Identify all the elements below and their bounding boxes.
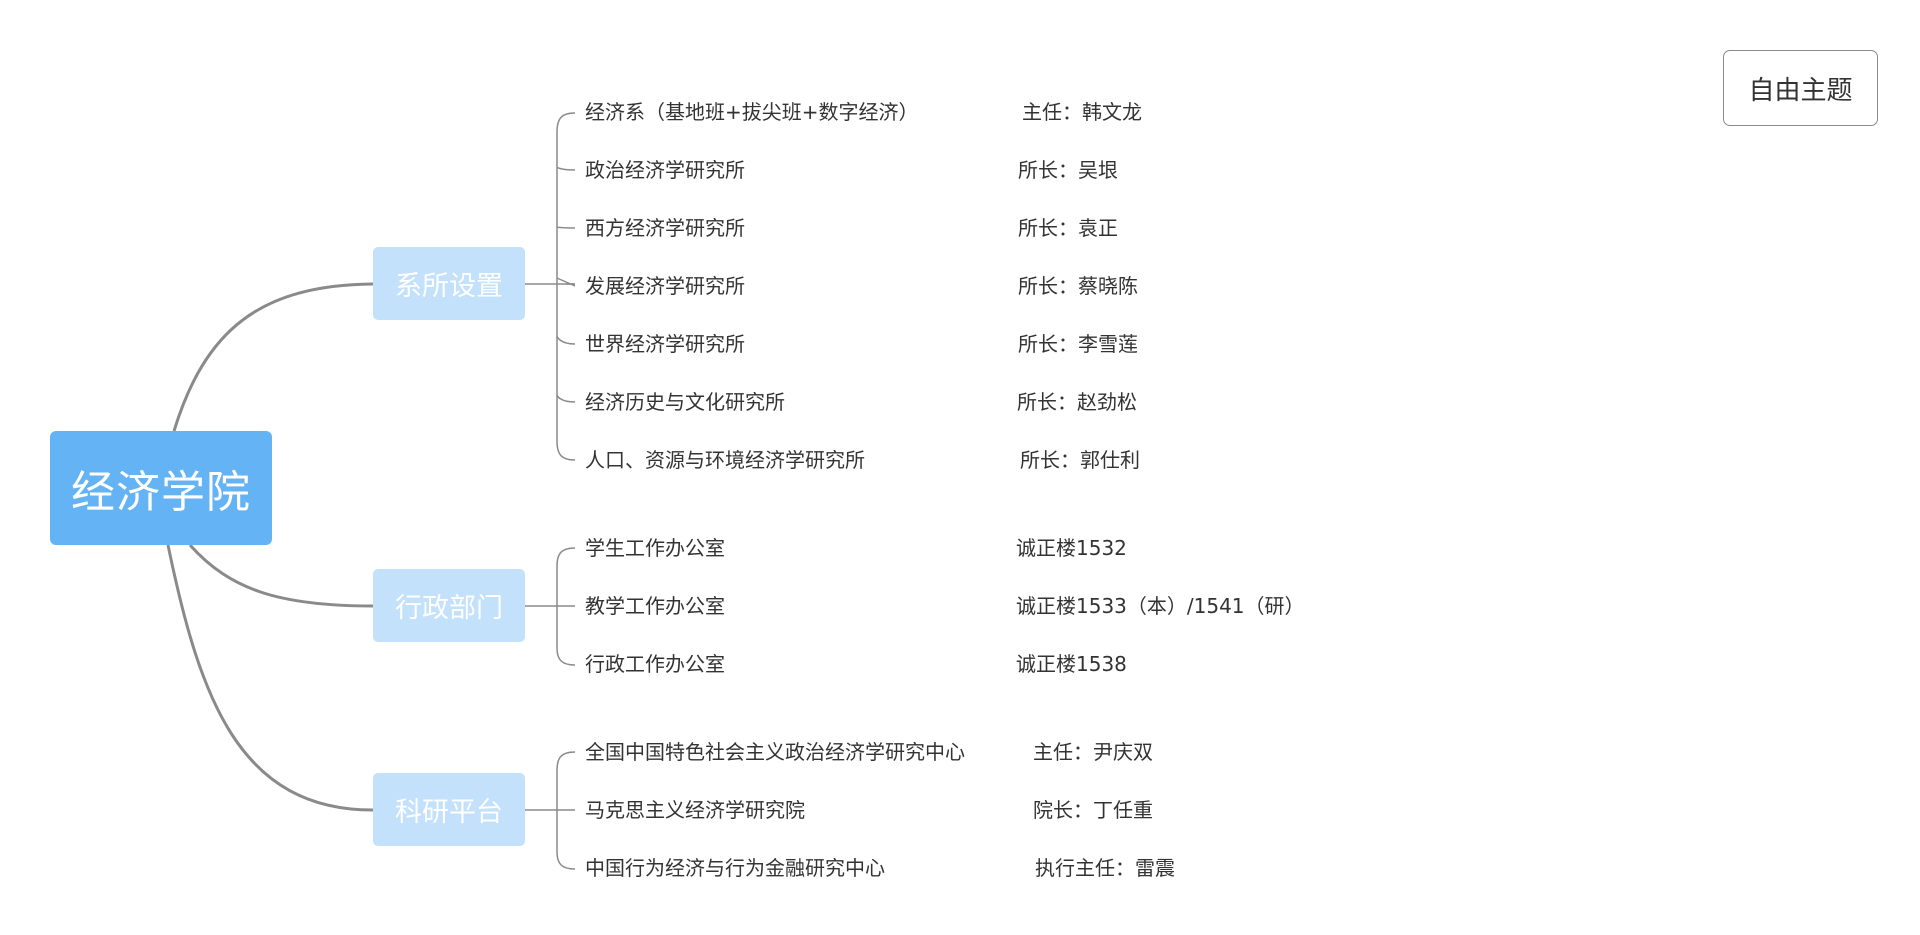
leaf-detail[interactable]: 诚正楼1532	[1016, 536, 1127, 560]
leaf-name[interactable]: 政治经济学研究所	[585, 158, 745, 182]
leaf-name[interactable]: 马克思主义经济学研究院	[585, 798, 805, 822]
root-to-branch-1-link	[172, 282, 374, 432]
root-to-branch-2-link	[188, 544, 374, 608]
branch-topic-research-platforms[interactable]: 科研平台	[373, 773, 525, 846]
branch-3-bracket	[525, 751, 576, 870]
leaf-name[interactable]: 教学工作办公室	[585, 594, 725, 618]
leaf-detail[interactable]: 院长：丁任重	[1033, 798, 1153, 822]
root-topic[interactable]: 经济学院	[50, 431, 272, 545]
leaf-name[interactable]: 全国中国特色社会主义政治经济学研究中心	[585, 740, 965, 764]
leaf-name[interactable]: 经济系（基地班+拔尖班+数字经济）	[585, 100, 919, 124]
leaf-detail[interactable]: 所长：袁正	[1018, 216, 1118, 240]
leaf-detail[interactable]: 所长：赵劲松	[1017, 390, 1137, 414]
leaf-detail[interactable]: 主任：韩文龙	[1022, 100, 1142, 124]
leaf-detail[interactable]: 所长：郭仕利	[1020, 448, 1140, 472]
branch-2-bracket	[525, 547, 576, 666]
leaf-name[interactable]: 行政工作办公室	[585, 652, 725, 676]
leaf-detail[interactable]: 诚正楼1538	[1016, 652, 1127, 676]
leaf-detail[interactable]: 所长：吴垠	[1018, 158, 1118, 182]
leaf-name[interactable]: 发展经济学研究所	[585, 274, 745, 298]
leaf-name[interactable]: 中国行为经济与行为金融研究中心	[585, 856, 885, 880]
branch-topic-administration[interactable]: 行政部门	[373, 569, 525, 642]
leaf-detail[interactable]: 执行主任：雷震	[1035, 856, 1175, 880]
leaf-detail[interactable]: 所长：李雪莲	[1018, 332, 1138, 356]
leaf-name[interactable]: 西方经济学研究所	[585, 216, 745, 240]
branch-1-bracket	[525, 112, 576, 461]
leaf-name[interactable]: 经济历史与文化研究所	[585, 390, 785, 414]
leaf-detail[interactable]: 主任：尹庆双	[1033, 740, 1153, 764]
leaf-detail[interactable]: 诚正楼1533（本）/1541（研）	[1016, 594, 1305, 618]
leaf-detail[interactable]: 所长：蔡晓陈	[1018, 274, 1138, 298]
leaf-name[interactable]: 学生工作办公室	[585, 536, 725, 560]
branch-topic-departments[interactable]: 系所设置	[373, 247, 525, 320]
free-topic-node[interactable]: 自由主题	[1723, 50, 1878, 126]
leaf-name[interactable]: 世界经济学研究所	[585, 332, 745, 356]
leaf-name[interactable]: 人口、资源与环境经济学研究所	[585, 448, 865, 472]
root-to-branch-3-link	[166, 544, 374, 812]
